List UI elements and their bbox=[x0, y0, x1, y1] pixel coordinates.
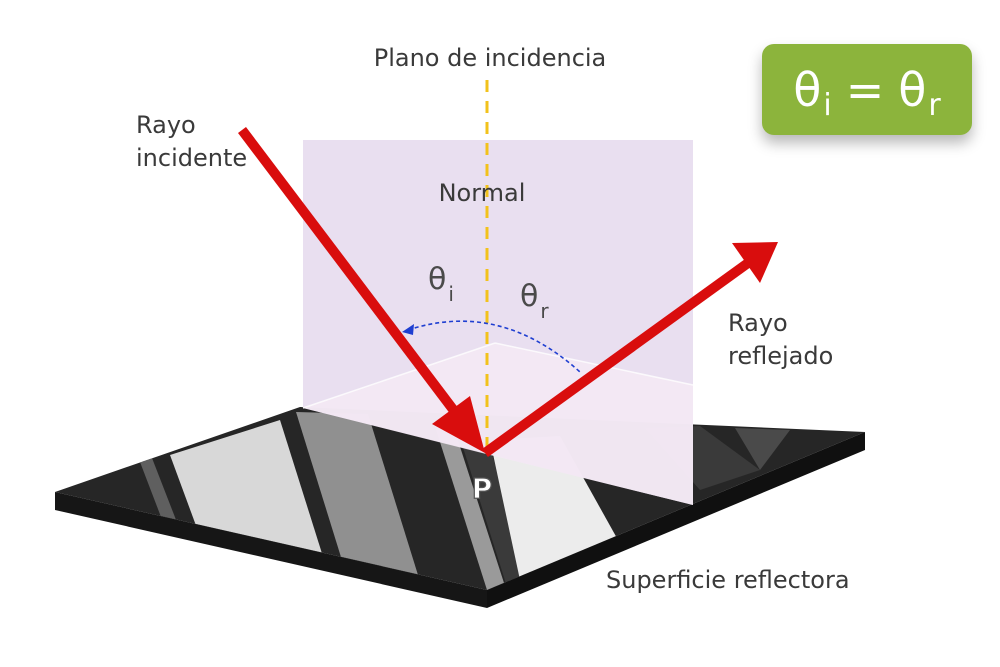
reflected-ray-arrowhead bbox=[732, 242, 778, 283]
badge-equals: = bbox=[845, 62, 885, 117]
badge-sub-i: i bbox=[823, 88, 832, 123]
surface-side-right bbox=[487, 432, 865, 608]
reflected-ray-label-line2: reflejado bbox=[728, 342, 833, 370]
incident-ray-arrowhead bbox=[432, 396, 485, 453]
incident-ray bbox=[238, 126, 462, 420]
angle-arc bbox=[407, 320, 581, 373]
badge-theta-i: θ bbox=[793, 62, 822, 117]
plane-of-incidence-label: Plano de incidencia bbox=[374, 44, 607, 72]
angle-arc-arrow-left bbox=[402, 324, 414, 335]
surface-label: Superficie reflectora bbox=[606, 566, 850, 594]
point-p-label: P bbox=[472, 472, 493, 505]
reflected-ray-label-line1: Rayo bbox=[728, 309, 788, 337]
incident-ray-label-line1: Rayo bbox=[136, 111, 196, 139]
normal-label: Normal bbox=[439, 179, 526, 207]
plane-floor bbox=[303, 343, 693, 505]
incident-ray-label-line2: incidente bbox=[136, 144, 247, 172]
badge-theta-r: θ bbox=[898, 62, 927, 117]
surface-side-left bbox=[55, 492, 487, 608]
badge-sub-r: r bbox=[928, 88, 941, 123]
reflected-ray bbox=[482, 258, 751, 458]
